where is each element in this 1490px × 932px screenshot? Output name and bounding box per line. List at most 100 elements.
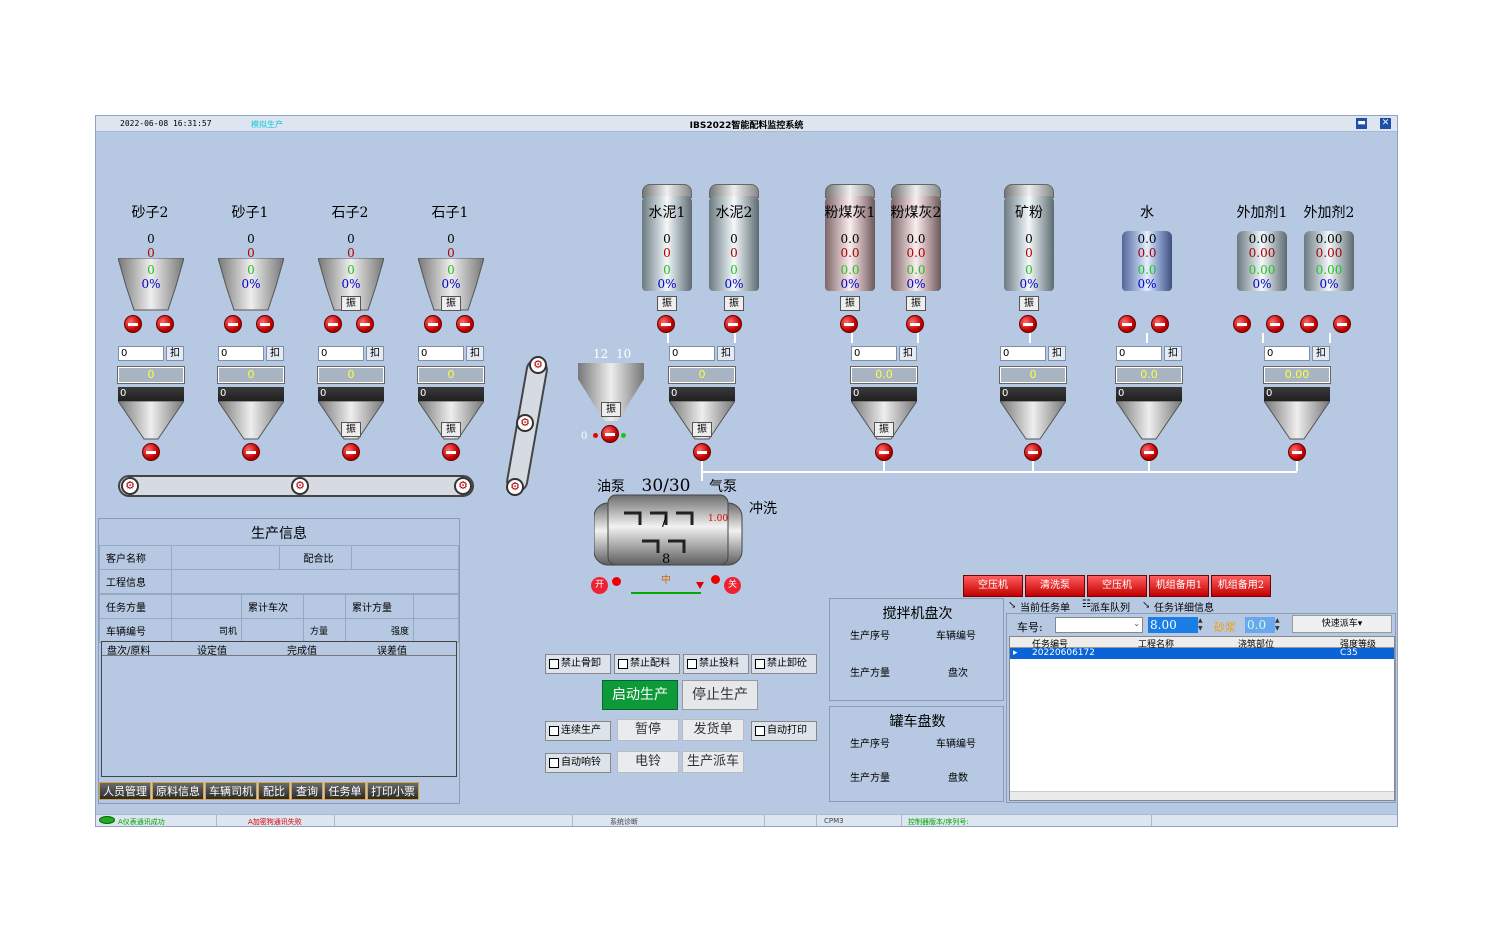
discharge-valve[interactable] [1024,443,1042,461]
gate-valve[interactable] [256,315,274,333]
gate-valve[interactable] [1118,315,1136,333]
vibrate-button[interactable]: 振 [692,422,712,437]
discharge-valve[interactable] [1288,443,1306,461]
option-checkbox[interactable]: 连续生产 [545,721,611,741]
discharge-valve[interactable] [1140,443,1158,461]
aux-button[interactable]: 机组备用2 [1211,575,1271,597]
discharge-valve[interactable] [142,443,160,461]
deduct-input[interactable]: 0 [1116,346,1162,361]
stop-production-button[interactable]: 停止生产 [682,680,758,710]
bottom-tab[interactable]: 打印小票 [367,782,419,800]
bottom-tab[interactable]: 查询 [291,782,323,800]
vibrate-button[interactable]: 振 [840,296,860,311]
start-production-button[interactable]: 启动生产 [602,680,678,710]
gate-valve[interactable] [156,315,174,333]
aux-button[interactable]: 清洗泵 [1025,575,1085,597]
deduct-button[interactable]: 扣 [1164,346,1182,361]
gate-valve[interactable] [224,315,242,333]
tab-current-task[interactable]: 当前任务单 [1020,603,1070,614]
discharge-valve[interactable] [693,443,711,461]
tab-dispatch-queue[interactable]: 派车队列 [1090,603,1130,614]
mixer-open-button[interactable]: 开 [591,577,608,594]
gate-valve[interactable] [456,315,474,333]
close-button[interactable]: ✕ [1380,118,1391,129]
gate-valve[interactable] [1233,315,1251,333]
delivery-note-button[interactable]: 发货单 [682,719,744,741]
vibrate-button[interactable]: 振 [724,296,744,311]
option-checkbox[interactable]: 禁止骨卸 [545,654,611,674]
air-pump-label[interactable]: 气泵 [709,479,737,495]
gate-valve[interactable] [424,315,442,333]
deduct-button[interactable]: 扣 [1312,346,1330,361]
gate-valve[interactable] [124,315,142,333]
gate-valve[interactable] [657,315,675,333]
deduct-input[interactable]: 0 [118,346,164,361]
deduct-button[interactable]: 扣 [366,346,384,361]
deduct-button[interactable]: 扣 [1048,346,1066,361]
option-checkbox[interactable]: 禁止配料 [614,654,680,674]
minimize-button[interactable]: ▬ [1356,118,1367,129]
gate-valve[interactable] [1019,315,1037,333]
status-diagnose[interactable]: 系统诊断 [610,818,638,826]
option-checkbox[interactable]: 自动打印 [751,721,817,741]
vibrate-button[interactable]: 振 [601,402,621,417]
vibrate-button[interactable]: 振 [1019,296,1039,311]
bell-button[interactable]: 电铃 [617,751,679,773]
gate-valve[interactable] [840,315,858,333]
task-grid[interactable]: 任务编号 工程名称 浇筑部位 强度等级 ▸ 20220606172 C35 [1009,636,1395,801]
bottom-tab[interactable]: 任务单 [324,782,366,800]
mortar-input[interactable]: 0.0 [1245,617,1275,633]
horizontal-scrollbar[interactable] [1010,791,1394,800]
deduct-button[interactable]: 扣 [266,346,284,361]
aux-button[interactable]: 空压机 [1087,575,1147,597]
deduct-input[interactable]: 0 [218,346,264,361]
deduct-input[interactable]: 0 [418,346,464,361]
discharge-valve[interactable] [442,443,460,461]
bottom-tab[interactable]: 人员管理 [99,782,151,800]
gate-valve[interactable] [1266,315,1284,333]
gate-valve[interactable] [356,315,374,333]
option-checkbox[interactable]: 自动响铃 [545,753,611,773]
car-no-select[interactable]: ⌄ [1055,617,1143,633]
pause-button[interactable]: 暂停 [617,719,679,741]
wait-hopper-valve[interactable] [601,425,619,443]
bottom-tab[interactable]: 车辆司机 [205,782,257,800]
aux-button[interactable]: 空压机 [963,575,1023,597]
mortar-spinner[interactable]: ▲▼ [1275,617,1280,632]
discharge-valve[interactable] [875,443,893,461]
gate-valve[interactable] [1151,315,1169,333]
bottom-tab[interactable]: 原料信息 [152,782,204,800]
deduct-input[interactable]: 0 [1000,346,1046,361]
dispatch-button[interactable]: 生产派车 [682,751,744,773]
vibrate-button[interactable]: 振 [341,422,361,437]
gate-valve[interactable] [1300,315,1318,333]
quick-dispatch-button[interactable]: 快速派车▾ [1292,615,1392,633]
deduct-button[interactable]: 扣 [717,346,735,361]
deduct-input[interactable]: 0 [669,346,715,361]
discharge-valve[interactable] [242,443,260,461]
oil-pump-label[interactable]: 油泵 [597,479,625,495]
deduct-button[interactable]: 扣 [166,346,184,361]
deduct-input[interactable]: 0 [851,346,897,361]
vibrate-button[interactable]: 振 [657,296,677,311]
deduct-button[interactable]: 扣 [899,346,917,361]
gate-valve[interactable] [1333,315,1351,333]
gate-valve[interactable] [324,315,342,333]
vibrate-button[interactable]: 振 [341,296,361,311]
table-row[interactable]: ▸ 20220606172 C35 [1010,648,1394,659]
option-checkbox[interactable]: 禁止卸砼 [751,654,817,674]
option-checkbox[interactable]: 禁止投料 [683,654,749,674]
volume-spinner[interactable]: ▲▼ [1198,617,1203,632]
tab-task-detail[interactable]: 任务详细信息 [1154,603,1214,614]
discharge-valve[interactable] [342,443,360,461]
deduct-input[interactable]: 0 [318,346,364,361]
deduct-button[interactable]: 扣 [466,346,484,361]
bottom-tab[interactable]: 配比 [258,782,290,800]
mixer-close-button[interactable]: 关 [724,577,741,594]
mix-volume-input[interactable]: 8.00 [1148,617,1198,633]
wash-label[interactable]: 冲洗 [749,501,777,517]
deduct-input[interactable]: 0 [1264,346,1310,361]
aux-button[interactable]: 机组备用1 [1149,575,1209,597]
vibrate-button[interactable]: 振 [874,422,894,437]
vibrate-button[interactable]: 振 [441,296,461,311]
